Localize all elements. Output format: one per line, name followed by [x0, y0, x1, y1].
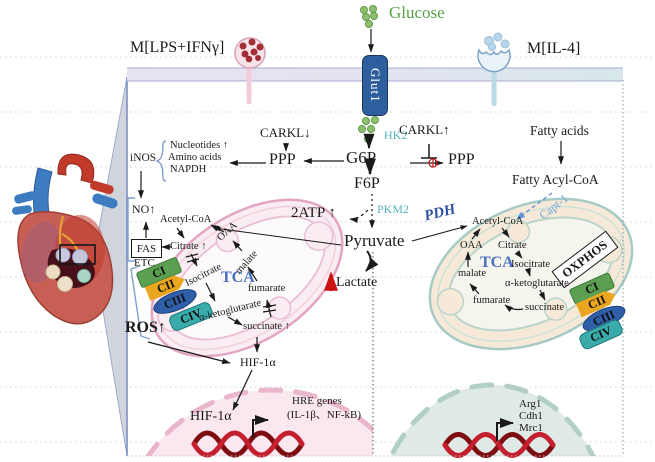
m1-acetyl-coa-label: Acetyl-CoA	[160, 214, 212, 225]
fas-box: FAS	[131, 239, 162, 258]
capt1-dashed-arrow	[515, 192, 553, 220]
napdh-label: NAPDH	[170, 164, 207, 175]
f6p-label: F6P	[354, 175, 380, 192]
glucose-molecules-icon	[358, 5, 379, 143]
mrc1-gene-label: Mrc1	[519, 422, 543, 434]
m2-polarization-label: M[IL-4]	[527, 40, 581, 57]
m2-fumarate-label: fumarate	[473, 295, 511, 306]
hre-genes-list: (IL-1β、NF-kB)	[287, 409, 362, 421]
etc-label: ETC	[134, 257, 155, 269]
heart-illustration	[12, 153, 118, 325]
m2-mitochondrion	[428, 197, 634, 351]
glut1-transporter: Glut1	[362, 55, 388, 116]
m2-dna-icon	[442, 432, 556, 458]
inos-label: iNOS	[130, 152, 157, 164]
g6p-label: G6P	[346, 148, 377, 167]
arg1-gene-label: Arg1	[519, 398, 542, 410]
m1-tca-label: TCA	[221, 269, 255, 286]
atp-label: 2ATP ↑	[291, 205, 336, 221]
ros-label: ROS↑	[125, 319, 166, 336]
ppp-right-label: PPP	[448, 151, 475, 168]
m1-citrate-label: Citrate ↑	[170, 241, 207, 252]
m1-fumarate-label: fumarate	[248, 283, 286, 294]
pathway-arrows	[138, 29, 564, 441]
m1-succinate-label: succinate ↑	[243, 321, 290, 332]
pkm2-label: PKM2	[377, 202, 410, 216]
cdh1-gene-label: Cdh1	[519, 410, 543, 422]
carkl-down-label: CARKL↓	[260, 125, 311, 140]
hre-genes-label: HRE genes	[292, 395, 342, 407]
m1-dna-icon	[191, 430, 305, 458]
fatty-acids-label: Fatty acids	[530, 123, 589, 138]
zoom-region-box	[59, 244, 96, 265]
m2-malate-label: malate	[458, 268, 486, 279]
amino-acids-label: Amino acids	[168, 152, 222, 163]
m1-polarization-label: M[LPS+IFNγ]	[130, 39, 225, 56]
glut1-label: Glut1	[368, 68, 383, 103]
m2-tca-label: TCA	[480, 254, 514, 271]
m2-nucleus	[388, 382, 596, 456]
hif1a-label: HIF-1α	[240, 355, 276, 369]
inhibition-circle-icon	[428, 158, 438, 168]
carkl-up-label: CARKL↑	[399, 122, 450, 137]
m2-receptor-icon	[477, 32, 511, 106]
nucleotides-label: Nucleotides ↑	[170, 140, 229, 151]
m2-acetyl-coa-label: Acetyl-CoA	[472, 216, 524, 227]
hk2-label: HK2	[384, 128, 408, 142]
m2-succinate-label: succinate	[525, 302, 565, 313]
m2-citrate-label: Citrate	[498, 240, 527, 251]
m2-akg-label: α-ketoglutarate	[505, 278, 569, 289]
ppp-left-label: PPP	[269, 151, 296, 168]
fatty-acyl-coa-label: Fatty Acyl-CoA	[512, 172, 599, 187]
no-label: NO↑	[132, 202, 156, 216]
m2-isocitrate-label: Isocitrate	[511, 259, 551, 270]
pyruvate-label: Pyruvate	[344, 231, 405, 250]
m2-oaa-label: OAA	[460, 240, 483, 251]
blue-brackets	[127, 140, 167, 340]
hif1a-nucleus-label: HIF-1α	[190, 409, 232, 424]
glucose-label: Glucose	[389, 3, 445, 22]
lactate-label: Lactate	[336, 275, 378, 290]
m1-receptor-icon	[234, 37, 266, 104]
